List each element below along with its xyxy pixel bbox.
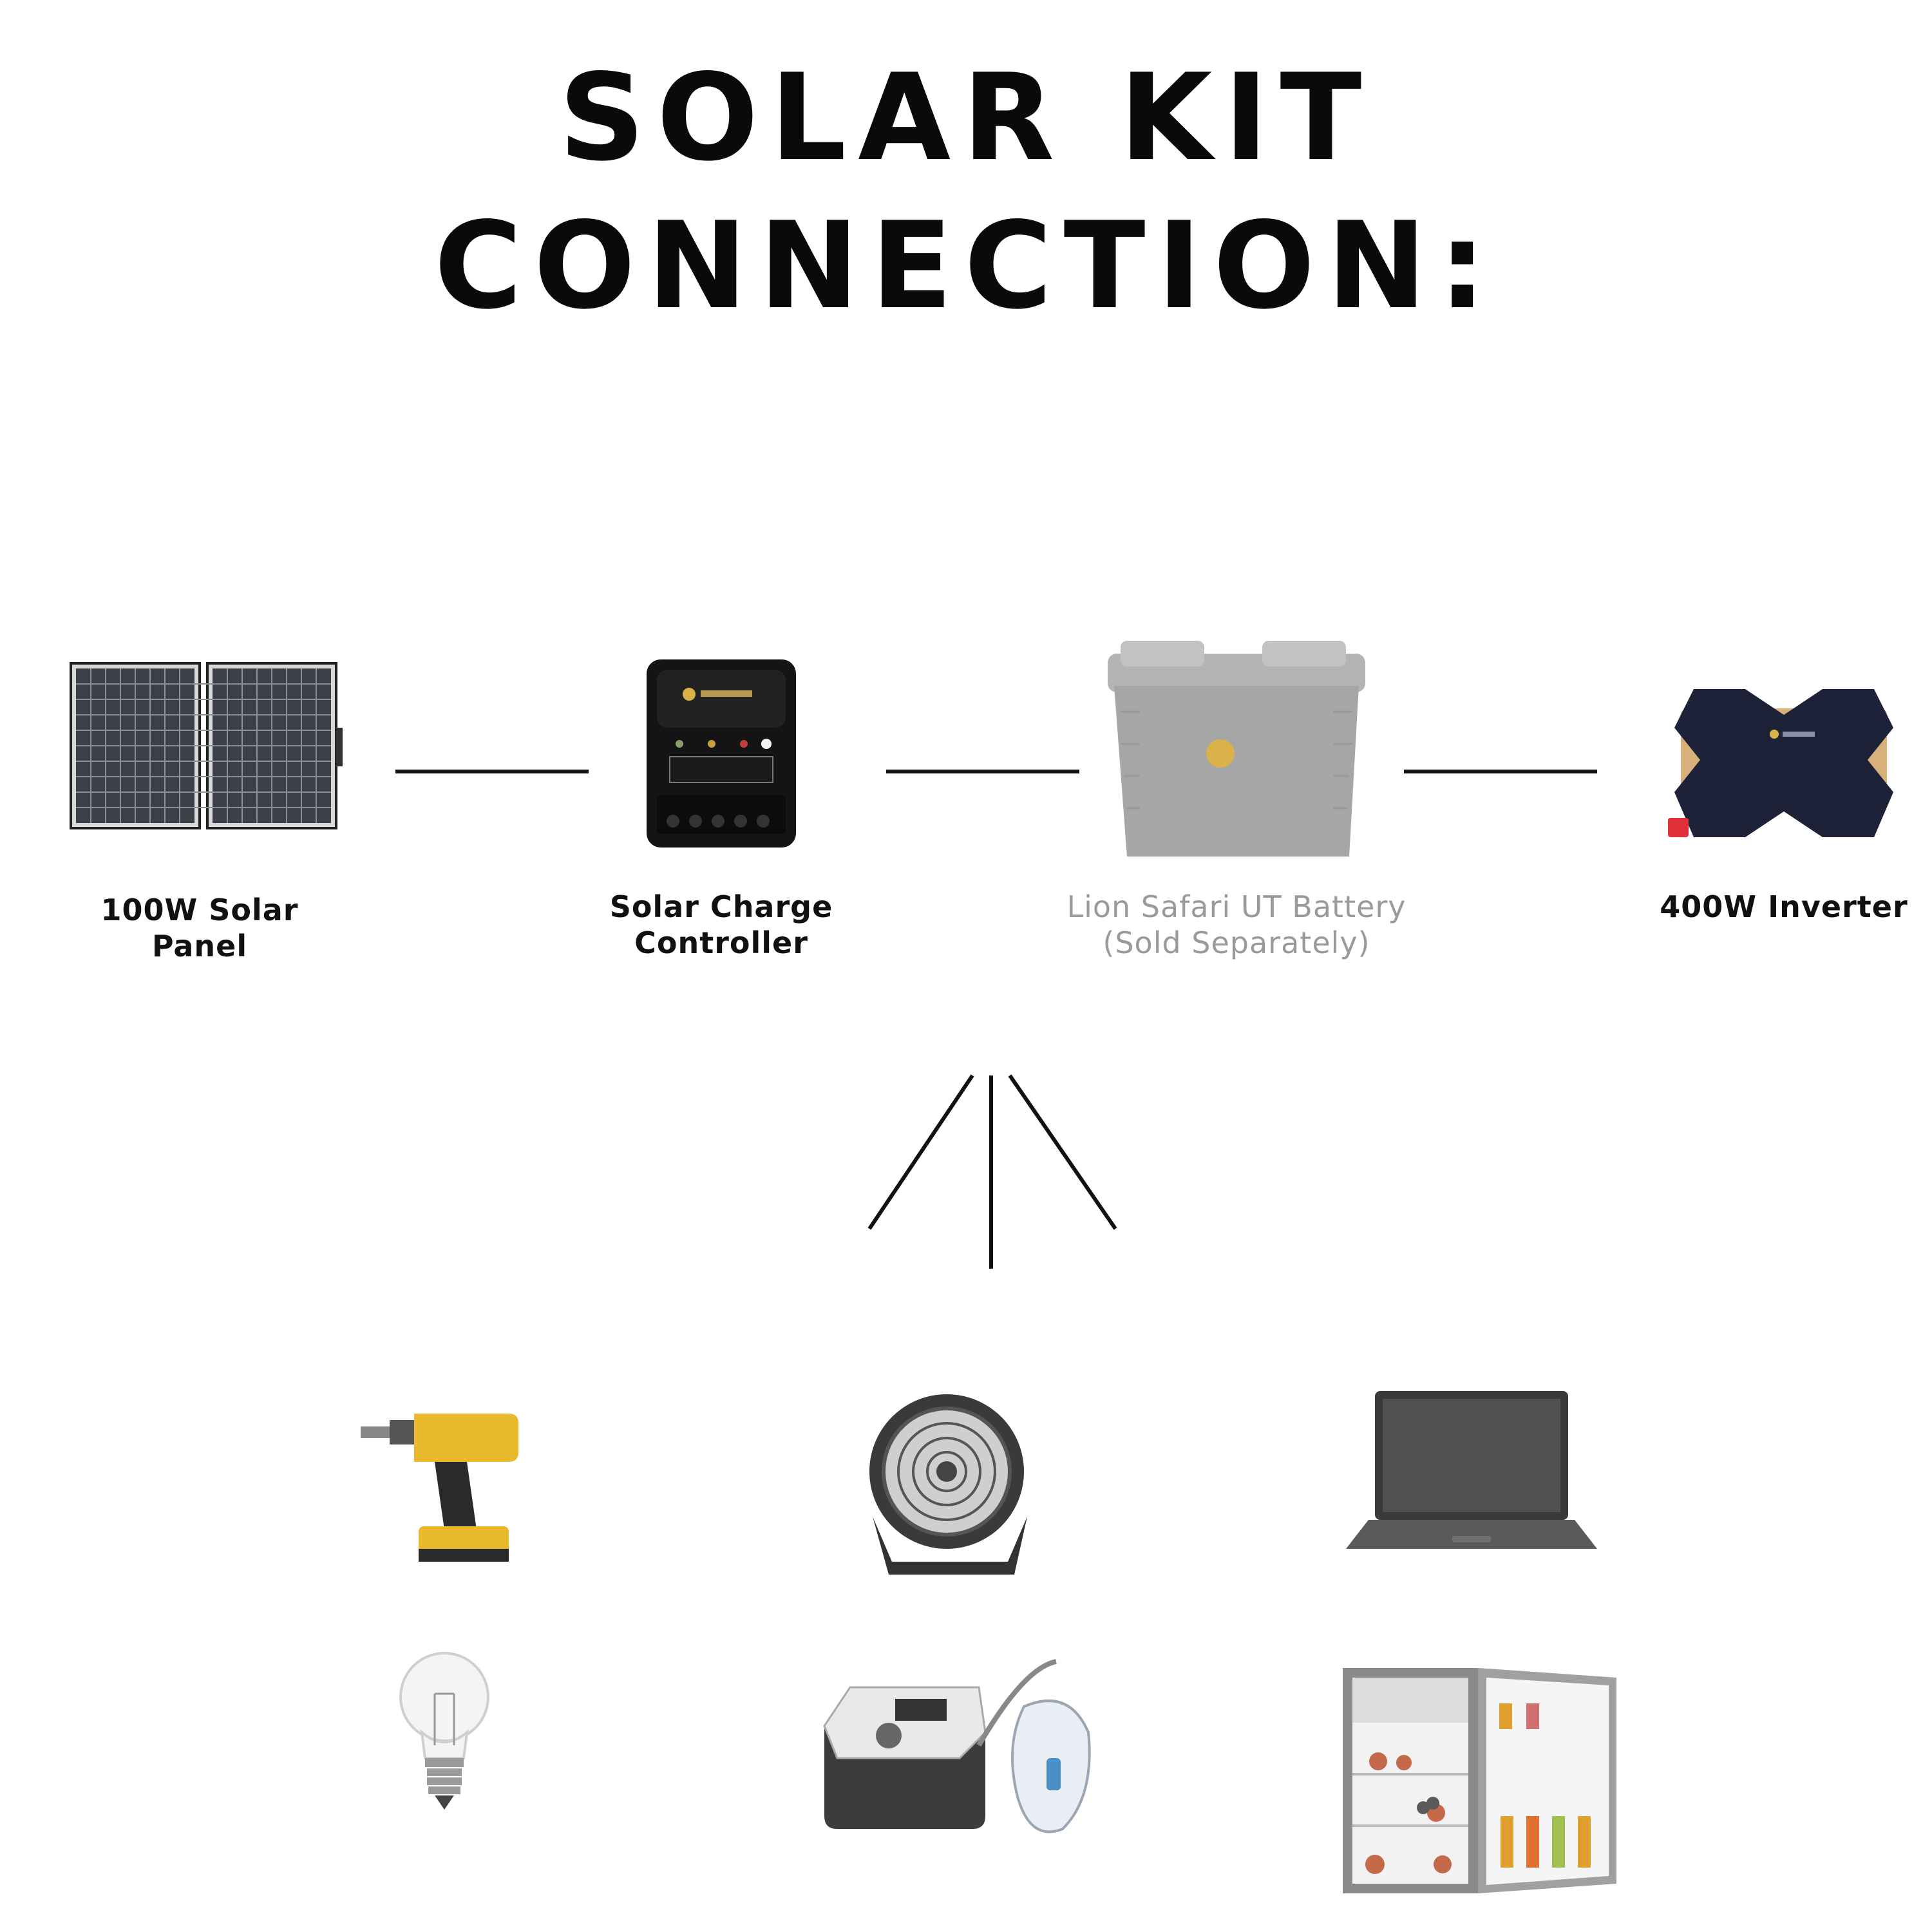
light-bulb-appliance (396, 1649, 493, 1816)
inverter (1668, 676, 1900, 850)
page-title-line1: SOLAR KIT (558, 48, 1374, 187)
page-title-line2: CONNECTION: (434, 196, 1498, 336)
mini-fridge-appliance (1340, 1665, 1623, 1897)
cpap-machine-icon (823, 1659, 1091, 1833)
laptop-appliance (1343, 1388, 1600, 1555)
mini-fridge-icon (1343, 1668, 1616, 1893)
light-bulb-icon (399, 1652, 489, 1810)
fan-out-connector (867, 1074, 1117, 1269)
battery-label-line1: Lion Safari UT Battery (1066, 889, 1406, 924)
battery-icon (1108, 641, 1365, 857)
fan-icon (869, 1394, 1027, 1575)
solar-panel (64, 657, 348, 837)
connector-line-controller-battery (886, 770, 1079, 773)
charge-controller-icon (647, 659, 796, 848)
drill-appliance (357, 1401, 525, 1568)
charge-controller-label: Solar Charge Controller (609, 889, 833, 960)
connector-line-battery-inverter (1404, 770, 1597, 773)
fan-appliance (866, 1388, 1034, 1581)
battery (1101, 634, 1372, 863)
solar-panel-label: 100W Solar Panel (100, 893, 299, 963)
laptop-icon (1346, 1391, 1597, 1549)
charge-controller (644, 657, 799, 850)
inverter-icon (1668, 689, 1893, 837)
battery-label-line2: (Sold Separately) (1103, 925, 1370, 960)
drill-icon (361, 1414, 518, 1562)
solar-panel-icon (70, 662, 343, 829)
connector-line-panel-controller (395, 770, 589, 773)
inverter-label: 400W Inverter (1660, 889, 1908, 924)
cpap-appliance (811, 1649, 1101, 1848)
